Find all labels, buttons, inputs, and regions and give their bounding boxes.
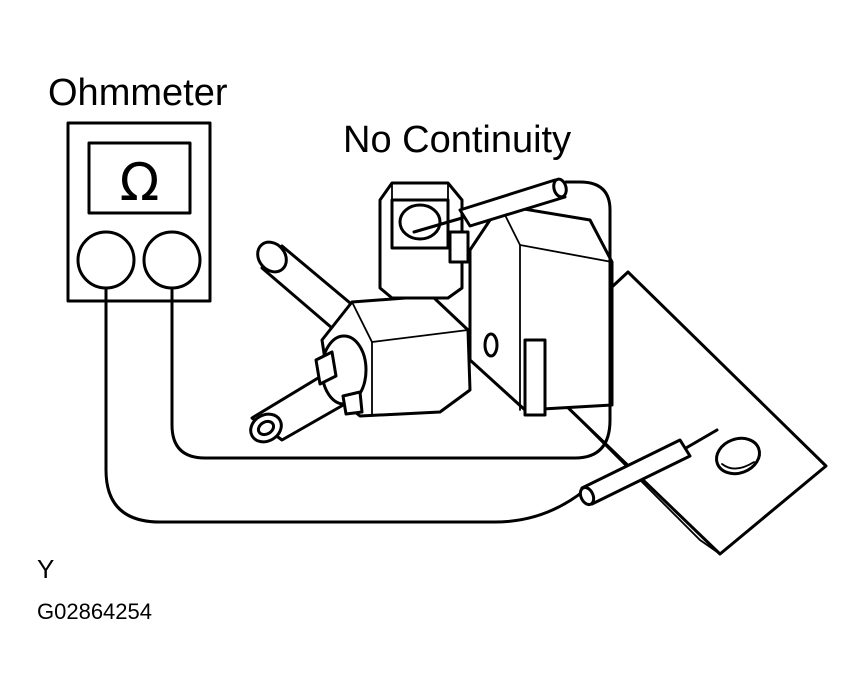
corner-letter-label: Y [37, 554, 55, 584]
ohmmeter-label: Ohmmeter [48, 72, 228, 114]
test-lead-connector [170, 180, 612, 460]
probe-connector [412, 177, 568, 234]
body-slot [483, 332, 499, 358]
probe-bracket [578, 428, 719, 507]
ohmmeter: Ω [66, 121, 212, 303]
omega-icon: Ω [120, 153, 160, 213]
ohmmeter-display [87, 141, 192, 215]
terminal-pin [398, 203, 442, 241]
meter-terminal-right [142, 230, 202, 290]
figure-code-label: G02864254 [37, 599, 152, 624]
meter-terminal-left [76, 230, 136, 290]
no-continuity-label: No Continuity [343, 119, 572, 161]
vsv-valve [249, 181, 614, 444]
test-lead-body [104, 286, 587, 524]
